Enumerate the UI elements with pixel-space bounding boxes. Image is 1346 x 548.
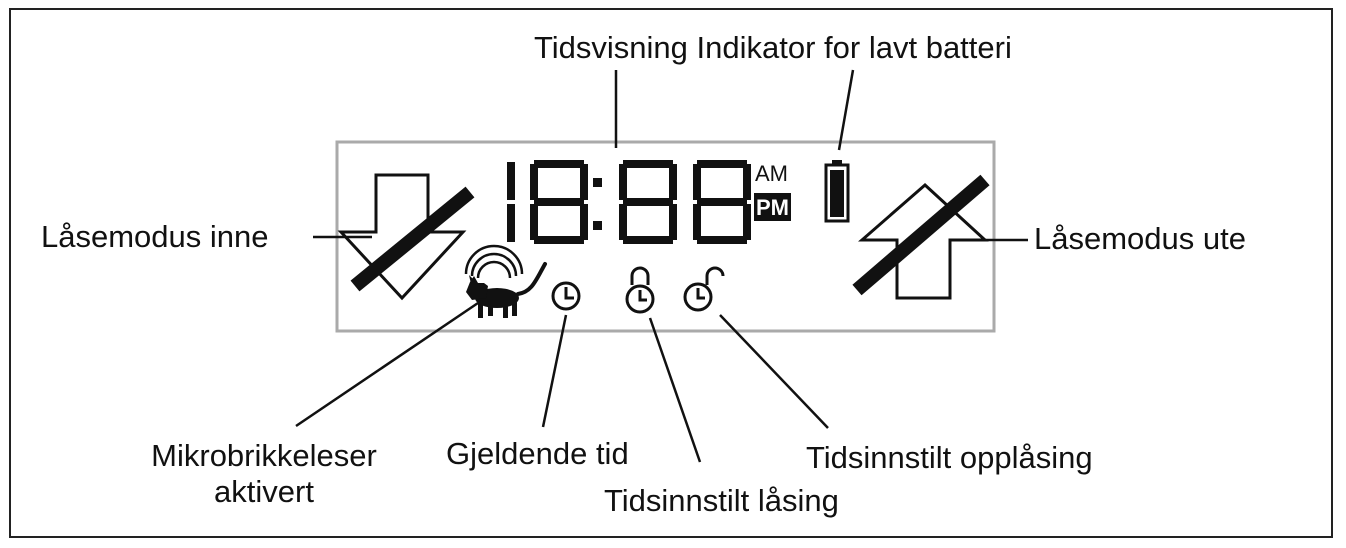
- up-arrow-slashed-icon: [852, 174, 990, 300]
- digit-3-seg-a: [623, 160, 673, 168]
- leader-lines: [295, 69, 1028, 463]
- signal-waves-icon: [464, 244, 524, 279]
- leader-microchip: [295, 301, 479, 428]
- label-microchip-line1: Mikrobrikkeleser: [151, 438, 377, 473]
- label-lock-out: Låsemodus ute: [1034, 221, 1246, 256]
- outer-frame: [9, 8, 1333, 538]
- label-timed-unlock: Tidsinnstilt opplåsing: [806, 440, 1093, 475]
- label-current-time: Gjeldende tid: [446, 436, 629, 471]
- digit-1-seg-b: [507, 162, 515, 200]
- digit-4-seg-g: [697, 198, 747, 206]
- digit-3-seg-c: [669, 204, 677, 240]
- digit-4-seg-a: [697, 160, 747, 168]
- digit-4-seg-e: [693, 204, 701, 240]
- clock-lock-icon: [625, 266, 655, 314]
- label-microchip-line2: aktivert: [214, 474, 314, 509]
- label-timed-lock: Tidsinnstilt låsing: [604, 483, 839, 518]
- pm-indicator-bg: [754, 193, 791, 221]
- time-colon: [593, 178, 602, 230]
- digit-2-seg-c: [580, 204, 588, 240]
- digit-1-seg-c: [507, 204, 515, 242]
- label-low-battery: Indikator for lavt batteri: [696, 30, 1012, 65]
- digit-4-seg-f: [693, 164, 701, 200]
- label-time-display-and-battery: Tidsvisning Indikator for lavt batteri: [534, 30, 1012, 66]
- clock-icon: [551, 281, 581, 311]
- leader-low-battery: [837, 69, 855, 151]
- digit-2-seg-b: [580, 164, 588, 200]
- time-digits: [507, 160, 751, 244]
- digit-4-seg-c: [743, 204, 751, 240]
- digit-2-seg-a: [534, 160, 584, 168]
- leader-timed-unlock: [719, 314, 829, 429]
- battery-icon: [824, 160, 850, 223]
- cat-icon: [466, 262, 547, 318]
- digit-2-seg-f: [530, 164, 538, 200]
- digit-4-seg-d: [697, 236, 747, 244]
- label-microchip: Mikrobrikkeleser aktivert: [134, 438, 394, 510]
- digit-4-seg-b: [743, 164, 751, 200]
- am-indicator: AM: [755, 161, 788, 186]
- pm-indicator: PM: [756, 195, 789, 220]
- digit-3-seg-g: [623, 198, 673, 206]
- digit-3-seg-d: [623, 236, 673, 244]
- digit-3-seg-b: [669, 164, 677, 200]
- digit-2-seg-d: [534, 236, 584, 244]
- leader-current-time: [541, 314, 568, 428]
- down-arrow-slashed-icon: [337, 173, 475, 301]
- digit-3-seg-f: [619, 164, 627, 200]
- digit-3-seg-e: [619, 204, 627, 240]
- label-time-display: Tidsvisning: [534, 30, 688, 65]
- leader-timed-lock: [648, 317, 702, 463]
- label-lock-in: Låsemodus inne: [41, 219, 269, 254]
- digit-2-seg-g: [534, 198, 584, 206]
- digit-2-seg-e: [530, 204, 538, 240]
- clock-unlock-icon: [683, 266, 725, 312]
